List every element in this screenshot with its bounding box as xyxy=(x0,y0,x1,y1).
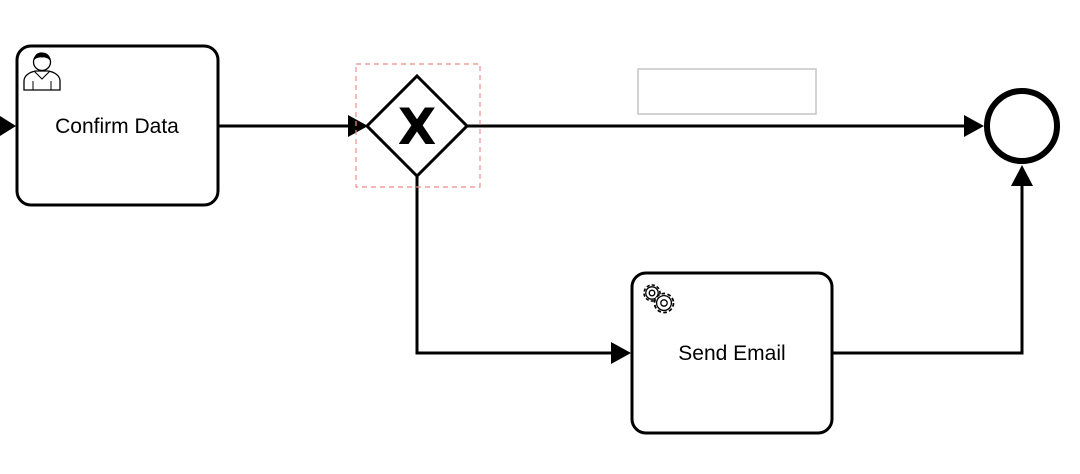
sequence-flow-gateway-to-end[interactable] xyxy=(467,115,984,137)
flow-label-box[interactable] xyxy=(637,68,817,115)
gateway-selection-outline xyxy=(355,63,481,188)
task-confirm-data-label: Confirm Data xyxy=(55,115,179,138)
exclusive-gateway[interactable]: X xyxy=(364,73,470,179)
task-send-email[interactable]: Send Email xyxy=(630,271,834,435)
sequence-flow-task-to-gateway[interactable] xyxy=(219,115,368,137)
task-send-email-label: Send Email xyxy=(678,342,785,365)
gear-icon xyxy=(643,284,675,314)
sequence-flow-send-email-to-end[interactable] xyxy=(833,165,1033,355)
user-icon xyxy=(23,52,61,91)
end-event[interactable] xyxy=(984,88,1060,164)
task-confirm-data[interactable]: Confirm Data xyxy=(15,44,220,207)
incoming-sequence-flow[interactable] xyxy=(0,116,16,136)
sequence-flow-gateway-to-send-email[interactable] xyxy=(415,176,631,364)
gateway-x-marker: X xyxy=(398,98,437,156)
